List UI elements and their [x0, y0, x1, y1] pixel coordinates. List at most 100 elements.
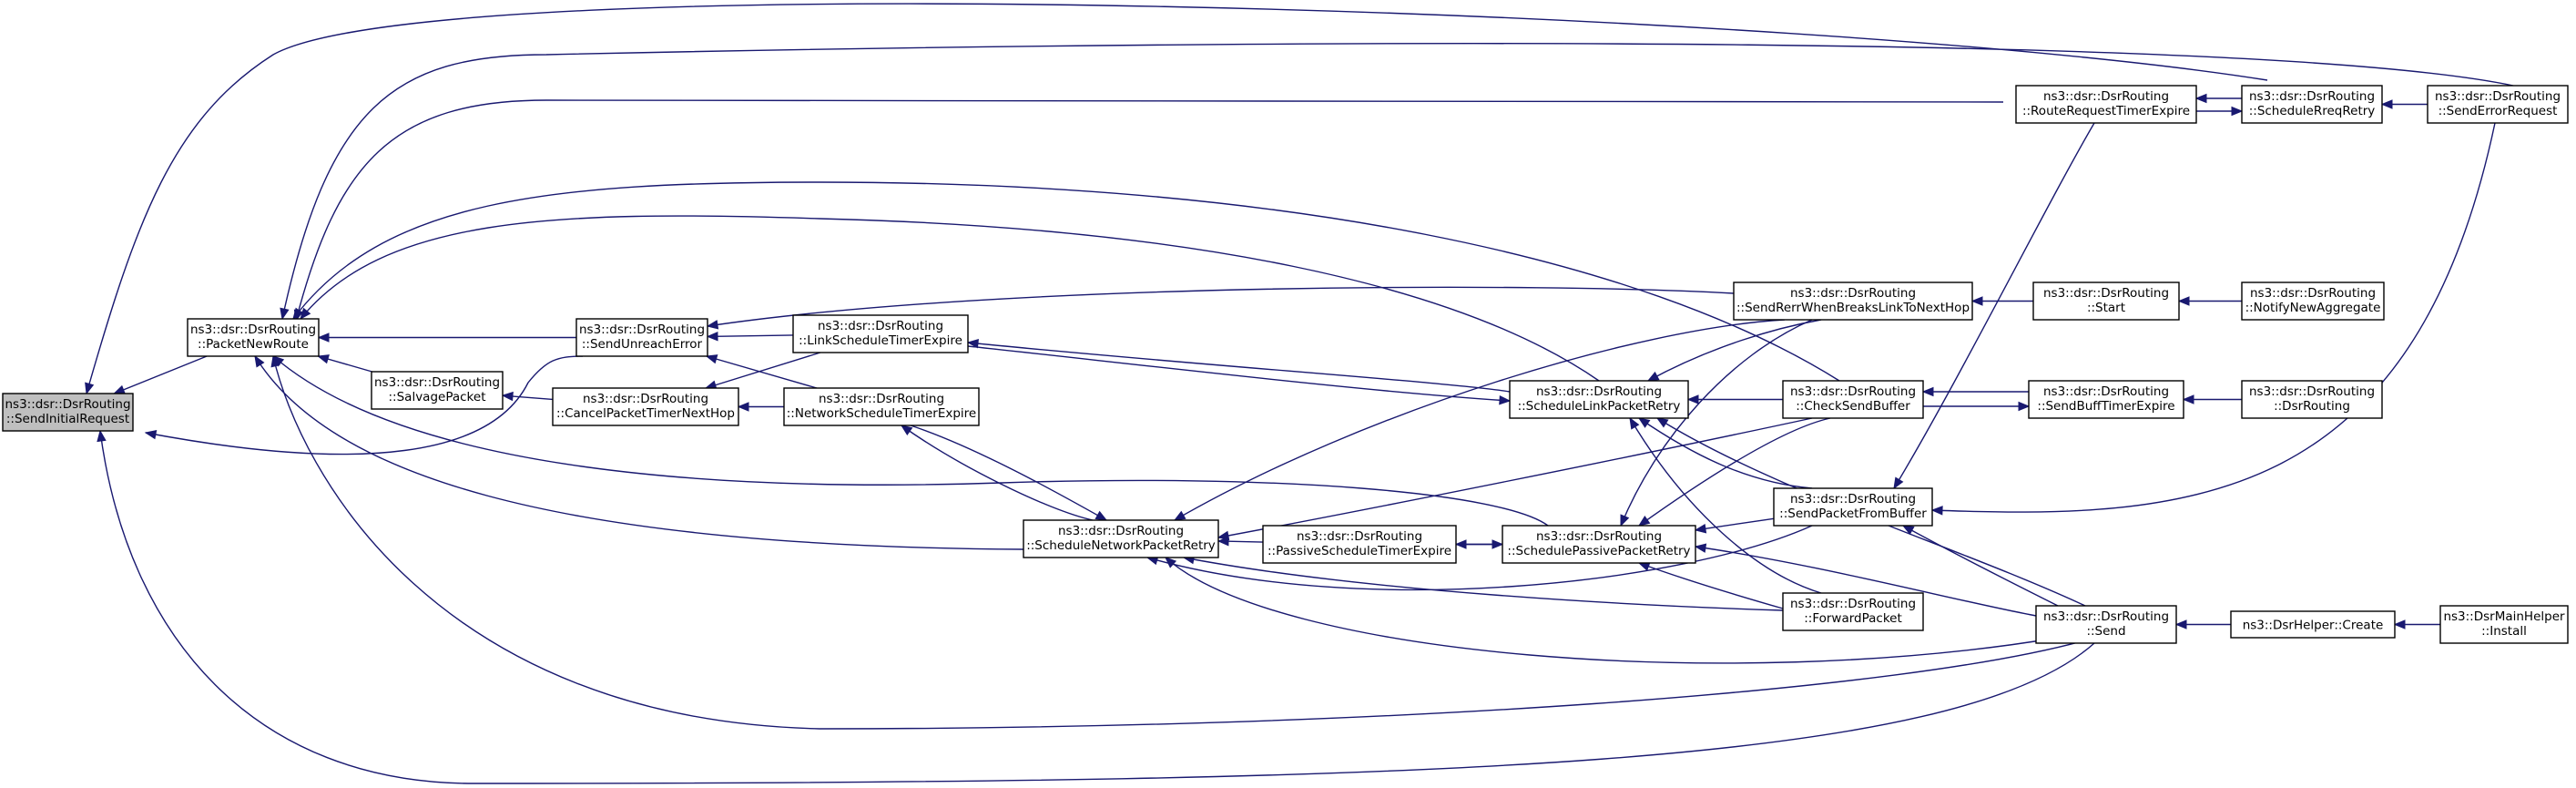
edge-line	[1695, 546, 2037, 617]
graph-node-n6[interactable]: ns3::dsr::DsrRouting::NetworkScheduleTim…	[783, 387, 980, 426]
edge-line	[967, 345, 1511, 402]
graph-node-n0[interactable]: ns3::dsr::DsrRouting::SendInitialRequest	[2, 393, 134, 432]
node-label: ::SendRerrWhenBreaksLinkToNextHop	[1736, 301, 1970, 315]
node-box[interactable]	[783, 387, 980, 426]
edge-n13-n22	[1901, 525, 2059, 607]
graph-node-n15[interactable]: ns3::dsr::DsrRouting::RouteRequestTimerE…	[2015, 85, 2197, 124]
graph-node-n14[interactable]: ns3::dsr::DsrRouting::ForwardPacket	[1782, 592, 1924, 631]
graph-node-n16[interactable]: ns3::dsr::DsrRouting::ScheduleRreqRetry	[2241, 85, 2383, 124]
edge-arrowhead	[317, 354, 330, 364]
edge-arrowhead	[705, 354, 718, 364]
graph-node-n12[interactable]: ns3::dsr::DsrRouting::CheckSendBuffer	[1782, 380, 1924, 419]
node-box[interactable]	[2241, 85, 2383, 124]
edge-n10-n14	[1637, 562, 1784, 609]
edge-n13-n15	[1893, 122, 2095, 490]
graph-node-n4[interactable]: ns3::dsr::DsrRouting::CancelPacketTimerN…	[552, 387, 739, 426]
edge-n2-n4	[501, 391, 554, 402]
graph-node-n20[interactable]: ns3::dsr::DsrRouting::SendBuffTimerExpir…	[2028, 380, 2184, 419]
node-box[interactable]	[187, 318, 320, 357]
node-box[interactable]	[1782, 592, 1924, 631]
node-box[interactable]	[2241, 380, 2383, 419]
edge-line	[1695, 517, 1775, 531]
edge-line	[706, 355, 818, 389]
edge-arrowhead	[1165, 557, 1177, 568]
edge-arrowhead	[966, 338, 979, 349]
edge-line	[1902, 525, 2059, 607]
graph-node-n18[interactable]: ns3::dsr::DsrRouting::Start	[2032, 281, 2180, 321]
edge-line	[295, 99, 2004, 322]
edge-line	[1629, 417, 1822, 594]
graph-node-n1[interactable]: ns3::dsr::DsrRouting::PacketNewRoute	[187, 318, 320, 357]
node-box[interactable]	[2035, 605, 2177, 644]
graph-node-n10[interactable]: ns3::dsr::DsrRouting::SchedulePassivePac…	[1502, 525, 1696, 564]
node-label: ::PassiveScheduleTimerExpire	[1268, 544, 1451, 558]
node-box[interactable]	[1773, 487, 1933, 527]
node-box[interactable]	[2241, 281, 2385, 321]
node-label: ns3::dsr::DsrRouting	[2435, 89, 2561, 104]
graph-node-n7[interactable]: ns3::dsr::DsrRouting::ScheduleNetworkPac…	[1023, 519, 1219, 558]
edge-n4-n6	[737, 402, 784, 412]
edge-arrowhead	[900, 425, 913, 435]
edge-n0-n3	[144, 355, 584, 455]
edge-arrowhead	[2182, 394, 2194, 404]
graph-node-n11[interactable]: ns3::dsr::DsrRouting::SendRerrWhenBreaks…	[1733, 281, 1973, 321]
edge-arrowhead	[1970, 296, 1983, 306]
edge-arrowhead	[1637, 562, 1651, 571]
edge-n9-n14	[1629, 416, 1822, 594]
graph-node-n2[interactable]: ns3::dsr::DsrRouting::SalvagePacket	[371, 371, 504, 410]
edge-line	[145, 355, 584, 455]
node-box[interactable]	[2028, 380, 2184, 419]
graph-node-n21[interactable]: ns3::dsr::DsrRouting::DsrRouting	[2241, 380, 2383, 419]
edge-n7-n13	[1145, 525, 1813, 591]
graph-node-n24[interactable]: ns3::DsrMainHelper::Install	[2439, 605, 2569, 644]
graph-node-n9[interactable]: ns3::dsr::DsrRouting::ScheduleLinkPacket…	[1509, 380, 1689, 419]
node-box[interactable]	[2015, 85, 2197, 124]
node-box[interactable]	[1509, 380, 1689, 419]
node-box[interactable]	[2, 393, 134, 432]
node-label: ::DsrRouting	[2274, 399, 2350, 414]
edge-n15-n16	[2194, 93, 2242, 104]
node-box[interactable]	[552, 387, 739, 426]
node-box[interactable]	[1782, 380, 1924, 419]
graph-node-n22[interactable]: ns3::dsr::DsrRouting::Send	[2035, 605, 2177, 644]
edge-line	[1647, 319, 1822, 382]
node-label: ns3::dsr::DsrRouting	[579, 322, 705, 337]
node-box[interactable]	[792, 314, 969, 353]
node-box[interactable]	[2439, 605, 2569, 644]
graph-node-n3[interactable]: ns3::dsr::DsrRouting::SendUnreachError	[575, 318, 708, 357]
edge-arrowhead	[1893, 476, 1904, 490]
node-box[interactable]	[371, 371, 504, 410]
edge-line	[1638, 417, 1831, 527]
graph-node-n23[interactable]: ns3::DsrHelper::Create	[2230, 610, 2396, 639]
graph-node-n13[interactable]: ns3::dsr::DsrRouting::SendPacketFromBuff…	[1773, 487, 1933, 527]
edge-line	[292, 181, 1840, 382]
edge-n3-n6	[705, 354, 818, 389]
node-label: ns3::dsr::DsrRouting	[1536, 384, 1662, 399]
node-box[interactable]	[2427, 85, 2569, 124]
node-label: ns3::dsr::DsrRouting	[2249, 384, 2375, 399]
edge-line	[1931, 122, 2496, 513]
edge-arrowhead	[97, 429, 107, 443]
graph-node-n17[interactable]: ns3::dsr::DsrRouting::SendErrorRequest	[2427, 85, 2569, 124]
node-box[interactable]	[1023, 519, 1219, 558]
node-box[interactable]	[2032, 281, 2180, 321]
node-box[interactable]	[1262, 525, 1457, 564]
edge-line	[967, 342, 1511, 393]
node-label: ns3::dsr::DsrRouting	[1790, 597, 1916, 611]
node-label: ns3::dsr::DsrRouting	[1536, 529, 1662, 544]
edge-n1-n17	[280, 43, 2514, 321]
edge-arrowhead	[1637, 516, 1651, 527]
edge-n16-n17	[2380, 99, 2428, 109]
graph-node-n19[interactable]: ns3::dsr::DsrRouting::NotifyNewAggregate	[2241, 281, 2385, 321]
edge-arrowhead	[293, 309, 303, 322]
edge-line	[1638, 562, 1784, 609]
node-box[interactable]	[1733, 281, 1973, 321]
edge-arrowhead	[1629, 416, 1640, 430]
graph-node-n8[interactable]: ns3::dsr::DsrRouting::PassiveScheduleTim…	[1262, 525, 1457, 564]
node-box[interactable]	[2230, 610, 2396, 639]
edge-arrowhead	[501, 391, 514, 402]
node-box[interactable]	[575, 318, 708, 357]
edge-n18-n19	[2177, 296, 2242, 306]
graph-node-n5[interactable]: ns3::dsr::DsrRouting::LinkScheduleTimerE…	[792, 314, 969, 353]
node-box[interactable]	[1502, 525, 1696, 564]
